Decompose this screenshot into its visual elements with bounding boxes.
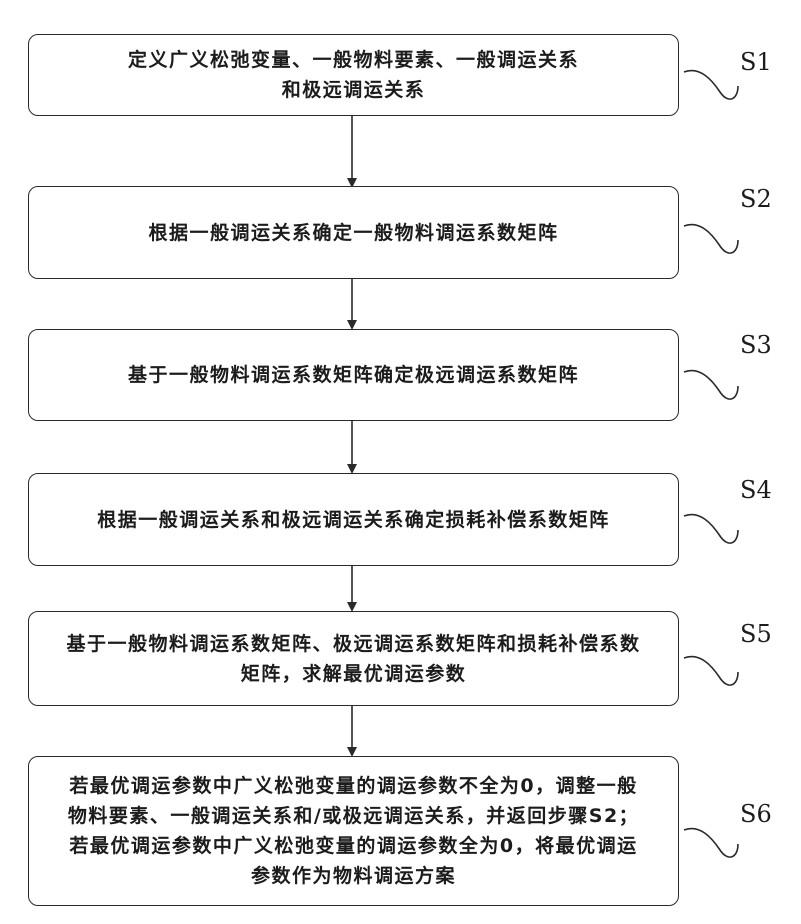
step-text-line: 若最优调运参数中广义松弛变量的调运参数不全为0，调整一般 (69, 771, 637, 801)
callout-squiggle-s3 (684, 371, 738, 400)
step-text-line: 物料要素、一般调运关系和/或极远调运关系，并返回步骤S2； (68, 801, 639, 831)
step-text-line: 若最优调运参数中广义松弛变量的调运参数全为0，将最优调运 (69, 831, 637, 861)
step-label-s5: S5 (740, 622, 772, 646)
step-text-line: 矩阵，求解最优调运参数 (241, 659, 467, 689)
step-box-s1: 定义广义松弛变量、一般物料要素、一般调运关系 和极远调运关系 (28, 34, 679, 116)
step-label-s4: S4 (740, 478, 772, 502)
callout-squiggle-s4 (684, 515, 738, 544)
step-box-s6: 若最优调运参数中广义松弛变量的调运参数不全为0，调整一般 物料要素、一般调运关系… (28, 756, 679, 906)
step-box-s2: 根据一般调运关系确定一般物料调运系数矩阵 (28, 186, 679, 279)
callout-squiggle-s6 (684, 829, 738, 858)
step-text-line: 基于一般物料调运系数矩阵、极远调运系数矩阵和损耗补偿系数 (66, 629, 640, 659)
callout-squiggle-s5 (684, 657, 738, 686)
step-box-s4: 根据一般调运关系和极远调运关系确定损耗补偿系数矩阵 (28, 473, 679, 566)
step-text-line: 参数作为物料调运方案 (251, 861, 456, 891)
callout-squiggle-s2 (684, 225, 738, 254)
step-text-line: 基于一般物料调运系数矩阵确定极远调运系数矩阵 (128, 360, 579, 390)
callout-squiggle-s1 (684, 71, 738, 100)
step-text-line: 和极远调运关系 (282, 75, 426, 105)
step-label-s2: S2 (740, 187, 772, 211)
step-box-s5: 基于一般物料调运系数矩阵、极远调运系数矩阵和损耗补偿系数 矩阵，求解最优调运参数 (28, 611, 679, 706)
step-text-line: 根据一般调运关系确定一般物料调运系数矩阵 (148, 218, 558, 248)
step-text-line: 根据一般调运关系和极远调运关系确定损耗补偿系数矩阵 (97, 505, 610, 535)
step-label-s6: S6 (740, 802, 772, 826)
step-label-s1: S1 (740, 50, 772, 74)
step-text-line: 定义广义松弛变量、一般物料要素、一般调运关系 (128, 45, 579, 75)
step-box-s3: 基于一般物料调运系数矩阵确定极远调运系数矩阵 (28, 329, 679, 421)
step-label-s3: S3 (740, 333, 772, 357)
